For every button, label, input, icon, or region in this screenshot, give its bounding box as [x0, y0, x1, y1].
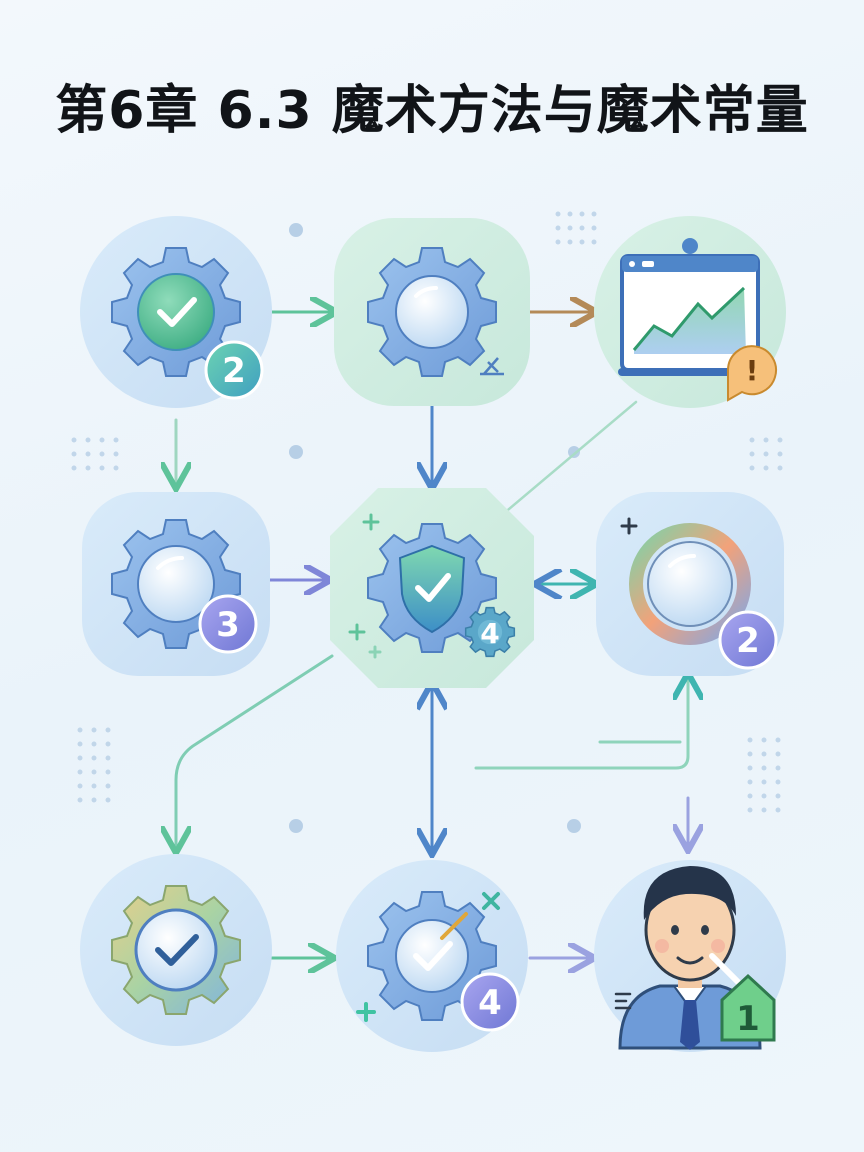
number-badge: 2: [718, 610, 778, 670]
page-title: 第6章 6.3 魔术方法与魔术常量: [55, 81, 809, 141]
gear-check-icon: [395, 919, 469, 993]
node-4-badge: 3: [216, 605, 240, 645]
warning-badge: !: [727, 345, 777, 402]
number-badge: 4: [460, 972, 520, 1032]
gear-lens-icon: [395, 275, 469, 349]
number-badge: 1: [720, 973, 776, 1042]
gear-check-icon: [134, 908, 218, 992]
node-8-gear-check[interactable]: 4: [336, 860, 528, 1052]
presentation-chart-icon: [618, 238, 762, 376]
number-badge: 2: [204, 340, 264, 400]
node-8-badge: 4: [478, 983, 502, 1023]
node-7-gear-check[interactable]: [80, 854, 272, 1046]
connector-arrows: [176, 312, 688, 958]
number-badge: 3: [198, 594, 258, 654]
node-2-gear-lens[interactable]: [334, 218, 530, 406]
node-1-gear-check[interactable]: 2: [80, 216, 272, 408]
decorative-dots: [71, 211, 783, 833]
ring-lens-icon: [629, 523, 751, 645]
gear-shield-check-icon: [398, 544, 466, 634]
node-9-badge: 1: [736, 999, 760, 1039]
node-1-badge: 2: [222, 351, 246, 391]
small-gear-badge: [464, 606, 516, 658]
node-3-badge: !: [746, 354, 759, 387]
node-6-badge: 2: [736, 621, 760, 661]
node-4-gear-lens[interactable]: 3: [82, 492, 270, 676]
sparkle-plus-icons: [348, 513, 382, 659]
node-3-presentation-chart[interactable]: !: [594, 216, 786, 408]
node-5-gear-shield-check[interactable]: 4: [330, 488, 534, 688]
gear-lens-icon: [137, 545, 215, 623]
gear-check-icon: [137, 273, 215, 351]
node-5-badge: 4: [480, 617, 499, 650]
node-6-ring-lens[interactable]: 2: [596, 492, 784, 676]
node-9-person-avatar[interactable]: 1: [594, 860, 786, 1052]
